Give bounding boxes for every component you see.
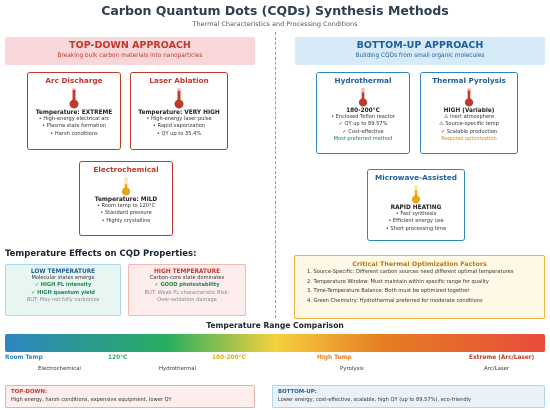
card-point: • Highly crystalline bbox=[101, 217, 151, 224]
low-temperature-line: BUT: May not fully carbonize bbox=[26, 296, 100, 303]
card-title: Laser Ablation bbox=[149, 76, 209, 85]
low-temperature-title: LOW TEMPERATURE bbox=[30, 269, 96, 275]
bottom-up-summary: BOTTOM-UP: Lower energy, cost-effective,… bbox=[272, 385, 545, 408]
range-tick: 180-200°C bbox=[212, 355, 246, 361]
thermometer-icon bbox=[174, 88, 184, 109]
electrochemical-card: Electrochemical Temperature: MILD • Room… bbox=[79, 161, 173, 236]
factor-item: 2. Temperature Window: Must maintain wit… bbox=[307, 278, 489, 285]
card-point: • High-energy electrical arc bbox=[38, 116, 110, 122]
temperature-gradient-bar bbox=[5, 334, 545, 352]
high-temperature-line: Carbon-core state dominates bbox=[149, 275, 225, 281]
bottom-up-banner: BOTTOM-UP APPROACH Building CQDs from sm… bbox=[295, 37, 545, 65]
card-point: ✓ Scalable production bbox=[440, 128, 498, 135]
thermal-pyrolysis-card: Thermal Pyrolysis HIGH (Variable) ⚠ Iner… bbox=[420, 72, 518, 154]
high-temperature-box: HIGH TEMPERATURE Carbon-core state domin… bbox=[128, 264, 246, 316]
high-temperature-line: ✓ GOOD photostability bbox=[154, 282, 220, 289]
card-point: • Fast synthesis bbox=[395, 211, 437, 217]
thermometer-icon bbox=[464, 87, 474, 107]
card-point: • Efficient energy use bbox=[388, 218, 444, 225]
high-temperature-line: Over-oxidation damage bbox=[157, 296, 217, 303]
card-point: • Harsh conditions bbox=[50, 130, 98, 137]
bottom-up-summary-label: BOTTOM-UP: bbox=[278, 389, 317, 395]
optimization-factors-box: Critical Thermal Optimization Factors 1.… bbox=[294, 255, 545, 319]
factor-item: 1. Source-Specific: Different carbon sou… bbox=[307, 269, 514, 275]
range-method-label: Arc/Laser bbox=[484, 366, 510, 372]
thermometer-icon bbox=[411, 184, 421, 204]
range-tick: High Temp bbox=[317, 355, 352, 361]
card-note: Requires optimization bbox=[441, 135, 497, 142]
low-temperature-line: ✓ HIGH quantum yield bbox=[31, 289, 95, 296]
card-temperature: HIGH (Variable) bbox=[443, 108, 495, 114]
factor-item: 3. Time-Temperature Balance: Both must b… bbox=[307, 288, 470, 294]
temperature-effects-heading: Temperature Effects on CQD Properties: bbox=[5, 249, 197, 259]
factor-item: 4. Green Chemistry: Hydrothermal preferr… bbox=[307, 297, 483, 304]
range-method-label: Hydrothermal bbox=[159, 366, 197, 372]
card-point: ✓ Cost-effective bbox=[342, 128, 384, 135]
card-title: Thermal Pyrolysis bbox=[432, 76, 506, 85]
laser-ablation-card: Laser Ablation Temperature: VERY HIGH • … bbox=[130, 72, 228, 150]
thermometer-icon bbox=[69, 88, 79, 109]
card-point: • Plasma state formation bbox=[42, 123, 106, 130]
card-title: Electrochemical bbox=[93, 165, 159, 174]
page-title: Carbon Quantum Dots (CQDs) Synthesis Met… bbox=[101, 3, 449, 18]
card-point: • Enclosed Teflon reactor bbox=[331, 114, 395, 120]
card-temperature: Temperature: EXTREME bbox=[35, 110, 113, 116]
low-temperature-line: Molecular states emerge bbox=[31, 275, 95, 281]
top-down-summary: TOP-DOWN: High energy, harsh conditions,… bbox=[5, 385, 255, 408]
range-tick: Extreme (Arc/Laser) bbox=[469, 355, 535, 361]
card-point: • High-energy laser pulse bbox=[146, 116, 212, 122]
high-temperature-line: BUT: Weak PL characteristic Risk: bbox=[144, 289, 230, 296]
thermometer-icon bbox=[358, 87, 368, 107]
top-down-summary-label: TOP-DOWN: bbox=[11, 389, 48, 395]
range-tick: 120°C bbox=[108, 355, 128, 361]
card-point: • Rapid vaporization bbox=[152, 123, 206, 130]
arc-discharge-card: Arc Discharge Temperature: EXTREME • Hig… bbox=[27, 72, 121, 150]
card-temperature: 180-200°C bbox=[346, 108, 380, 114]
low-temperature-line: ✓ HIGH PL intensity bbox=[34, 282, 92, 289]
optimization-factors-title: Critical Thermal Optimization Factors bbox=[352, 260, 487, 268]
card-point: ⚠ Inert atmosphere bbox=[443, 114, 495, 120]
top-down-subtitle: Breaking bulk carbon materials into nano… bbox=[57, 53, 203, 59]
card-temperature: Temperature: VERY HIGH bbox=[138, 110, 220, 116]
top-down-summary-text: High energy, harsh conditions, expensive… bbox=[11, 397, 172, 403]
range-title: Temperature Range Comparison bbox=[206, 321, 344, 330]
top-down-title: TOP-DOWN APPROACH bbox=[69, 40, 191, 51]
range-method-label: Electrochemical bbox=[38, 366, 81, 372]
approach-divider bbox=[275, 32, 276, 318]
card-title: Microwave-Assisted bbox=[375, 173, 457, 182]
bottom-up-title: BOTTOM-UP APPROACH bbox=[356, 40, 484, 51]
card-title: Arc Discharge bbox=[45, 76, 103, 85]
card-point: • Short processing time bbox=[385, 225, 447, 232]
card-point: ✓ QY up to 89.57% bbox=[338, 121, 388, 128]
card-note: Most preferred method bbox=[333, 135, 393, 142]
range-tick: Room Temp bbox=[5, 355, 43, 361]
bottom-up-subtitle: Building CQDs from small organic molecul… bbox=[355, 53, 485, 59]
thermometer-icon bbox=[121, 176, 131, 196]
card-point: • QY up to 35.4% bbox=[156, 130, 202, 137]
card-point: • Room temp to 120°C bbox=[96, 203, 156, 209]
card-title: Hydrothermal bbox=[334, 76, 392, 85]
card-point: • Standard pressure bbox=[100, 210, 152, 217]
card-temperature: Temperature: MILD bbox=[94, 197, 158, 203]
bottom-up-summary-text: Lower energy, cost-effective, scalable, … bbox=[278, 397, 472, 403]
card-temperature: RAPID HEATING bbox=[390, 205, 442, 211]
range-method-label: Pyrolysis bbox=[340, 366, 364, 372]
top-down-banner: TOP-DOWN APPROACH Breaking bulk carbon m… bbox=[5, 37, 255, 65]
microwave-assisted-card: Microwave-Assisted RAPID HEATING • Fast … bbox=[367, 169, 465, 241]
low-temperature-box: LOW TEMPERATURE Molecular states emerge … bbox=[5, 264, 121, 316]
high-temperature-title: HIGH TEMPERATURE bbox=[153, 269, 221, 275]
hydrothermal-card: Hydrothermal 180-200°C • Enclosed Teflon… bbox=[316, 72, 410, 154]
card-point: ⚠ Source-specific temp bbox=[439, 121, 499, 128]
page-subtitle: Thermal Characteristics and Processing C… bbox=[192, 20, 358, 28]
